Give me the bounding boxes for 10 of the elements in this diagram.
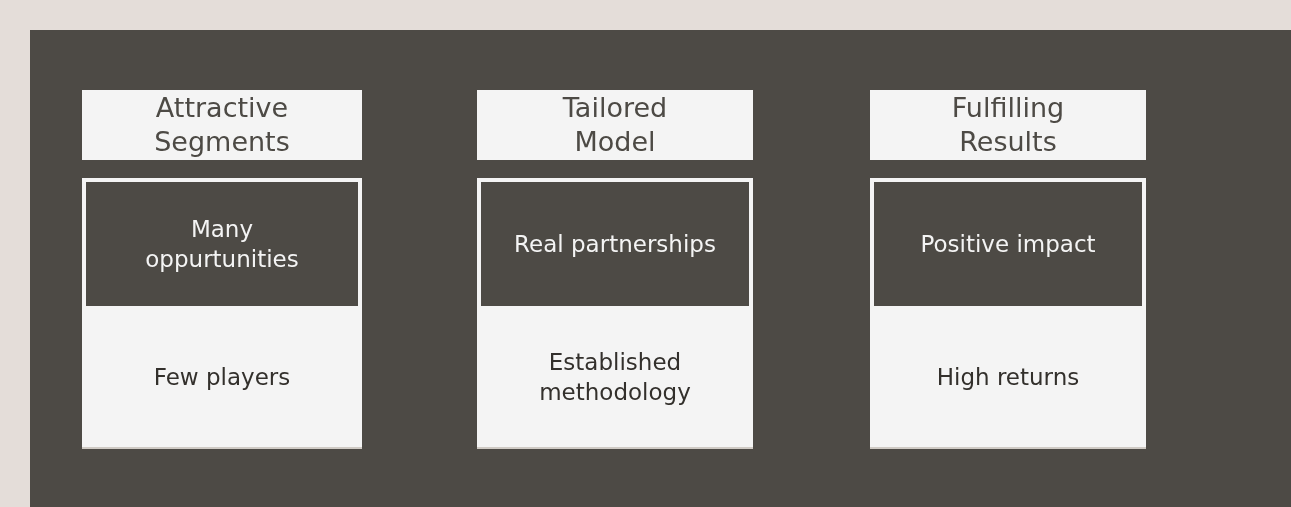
header-box: Tailored Model	[477, 90, 753, 160]
dark-card-top: Positive impact	[870, 178, 1146, 306]
header-box: Attractive Segments	[82, 90, 362, 160]
dark-card-top: Many oppurtunities	[82, 178, 362, 306]
light-card-bottom: Established methodology	[477, 306, 753, 449]
dark-panel	[30, 30, 1291, 507]
light-card-bottom: Few players	[82, 306, 362, 449]
header-box: Fulfilling Results	[870, 90, 1146, 160]
dark-card-top: Real partnerships	[477, 178, 753, 306]
light-card-bottom: High returns	[870, 306, 1146, 449]
